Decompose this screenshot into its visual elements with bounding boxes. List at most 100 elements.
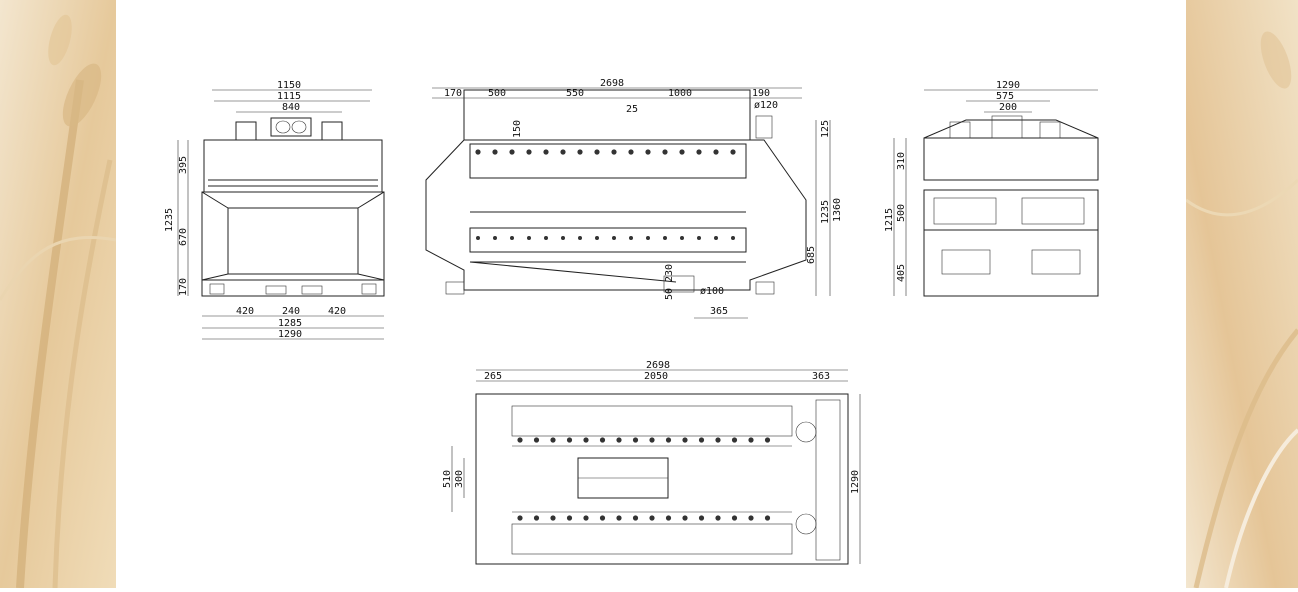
fitting-marker xyxy=(646,236,650,240)
fitting-marker xyxy=(594,149,600,155)
fitting-markers xyxy=(475,149,771,521)
dim-265: 265 xyxy=(484,371,502,382)
side-view: 2698 170 500 550 1000 190 ø120 25 150 12… xyxy=(425,78,843,319)
dim-405: 405 xyxy=(896,264,907,282)
fitting-marker xyxy=(665,515,672,521)
fitting-marker xyxy=(629,236,633,240)
dim-50: 50 xyxy=(664,288,675,300)
fitting-marker xyxy=(527,236,531,240)
dim-1235-side: 1235 xyxy=(820,200,831,224)
dim-170-side: 170 xyxy=(444,88,462,99)
dim-1215: 1215 xyxy=(884,208,895,232)
fitting-marker xyxy=(533,515,540,521)
dim-1290-front: 1290 xyxy=(278,329,302,340)
dim-150: 150 xyxy=(512,120,523,138)
fitting-marker xyxy=(730,149,736,155)
dim-1290-end: 1290 xyxy=(996,80,1020,91)
dim-365: 365 xyxy=(710,306,728,317)
fitting-marker xyxy=(632,437,639,443)
dim-670: 670 xyxy=(178,228,189,246)
fitting-marker xyxy=(715,515,721,521)
dim-125: 125 xyxy=(820,120,831,138)
dim-395: 395 xyxy=(178,156,189,174)
fitting-marker xyxy=(714,236,718,240)
dim-2698-top: 2698 xyxy=(646,360,670,371)
dim-1115: 1115 xyxy=(277,91,301,102)
fitting-marker xyxy=(493,236,497,240)
end-view: 1290 575 200 310 500 405 1215 xyxy=(884,80,1099,297)
dim-840: 840 xyxy=(282,102,300,113)
fitting-marker xyxy=(662,149,668,155)
fitting-marker xyxy=(713,149,719,155)
dim-420-right: 420 xyxy=(328,306,346,317)
fitting-marker xyxy=(550,437,556,443)
fitting-marker xyxy=(560,149,566,155)
dim-685: 685 xyxy=(806,246,817,264)
dim-190-side: 190 xyxy=(752,88,770,99)
fitting-marker xyxy=(595,236,599,240)
dim-dia100: ø100 xyxy=(700,286,724,297)
fitting-marker xyxy=(526,149,532,155)
fitting-marker xyxy=(509,149,515,155)
front-view: 1150 1115 840 395 670 170 1235 420 240 4… xyxy=(164,80,385,340)
dim-25: 25 xyxy=(626,104,638,115)
fitting-marker xyxy=(748,437,754,443)
top-view: 2698 265 2050 363 510 300 1290 xyxy=(442,360,861,565)
fitting-marker xyxy=(492,149,498,155)
dim-500-side: 500 xyxy=(488,88,506,99)
dim-230: 230 xyxy=(664,264,675,282)
dim-240: 240 xyxy=(282,306,300,317)
wheat-background-left xyxy=(0,0,117,589)
fitting-marker xyxy=(731,515,738,521)
fitting-marker xyxy=(550,515,556,521)
drawing-sheet: 1150 1115 840 395 670 170 1235 420 240 4… xyxy=(116,0,1186,588)
fitting-marker xyxy=(616,437,622,443)
fitting-marker xyxy=(697,236,701,240)
fitting-marker xyxy=(663,236,667,240)
fitting-marker xyxy=(578,236,582,240)
fitting-marker xyxy=(715,437,721,443)
dim-1000-side: 1000 xyxy=(668,88,692,99)
fitting-marker xyxy=(731,437,738,443)
fitting-marker xyxy=(665,437,672,443)
fitting-marker xyxy=(632,515,639,521)
fitting-marker xyxy=(680,236,684,240)
fitting-marker xyxy=(698,437,705,443)
dim-510: 510 xyxy=(442,470,453,488)
fitting-marker xyxy=(543,149,549,155)
dim-1360: 1360 xyxy=(832,198,843,222)
fitting-marker xyxy=(475,149,481,155)
fitting-marker xyxy=(649,437,655,443)
dim-300: 300 xyxy=(454,470,465,488)
fitting-marker xyxy=(476,236,480,240)
dim-170: 170 xyxy=(178,278,189,296)
wheat-background-right xyxy=(1185,0,1298,589)
fitting-marker xyxy=(599,515,606,521)
fitting-marker xyxy=(577,149,583,155)
dim-420-left: 420 xyxy=(236,306,254,317)
fitting-marker xyxy=(748,515,754,521)
technical-drawing: 1150 1115 840 395 670 170 1235 420 240 4… xyxy=(164,78,1099,565)
fitting-marker xyxy=(649,515,655,521)
dim-363: 363 xyxy=(812,371,830,382)
fitting-marker xyxy=(583,437,589,443)
dim-200: 200 xyxy=(999,102,1017,113)
fitting-marker xyxy=(682,437,688,443)
fitting-marker xyxy=(764,515,771,521)
fitting-marker xyxy=(517,437,523,443)
dim-2050: 2050 xyxy=(644,371,668,382)
fitting-marker xyxy=(616,515,622,521)
fitting-marker xyxy=(679,149,685,155)
fitting-marker xyxy=(517,515,523,521)
fitting-marker xyxy=(566,515,573,521)
dim-550-side: 550 xyxy=(566,88,584,99)
fitting-marker xyxy=(533,437,540,443)
fitting-marker xyxy=(561,236,565,240)
fitting-marker xyxy=(764,437,771,443)
fitting-marker xyxy=(611,149,617,155)
fitting-marker xyxy=(510,236,514,240)
dim-1150: 1150 xyxy=(277,80,301,91)
fitting-marker xyxy=(628,149,634,155)
dim-310: 310 xyxy=(896,152,907,170)
fitting-marker xyxy=(599,437,606,443)
